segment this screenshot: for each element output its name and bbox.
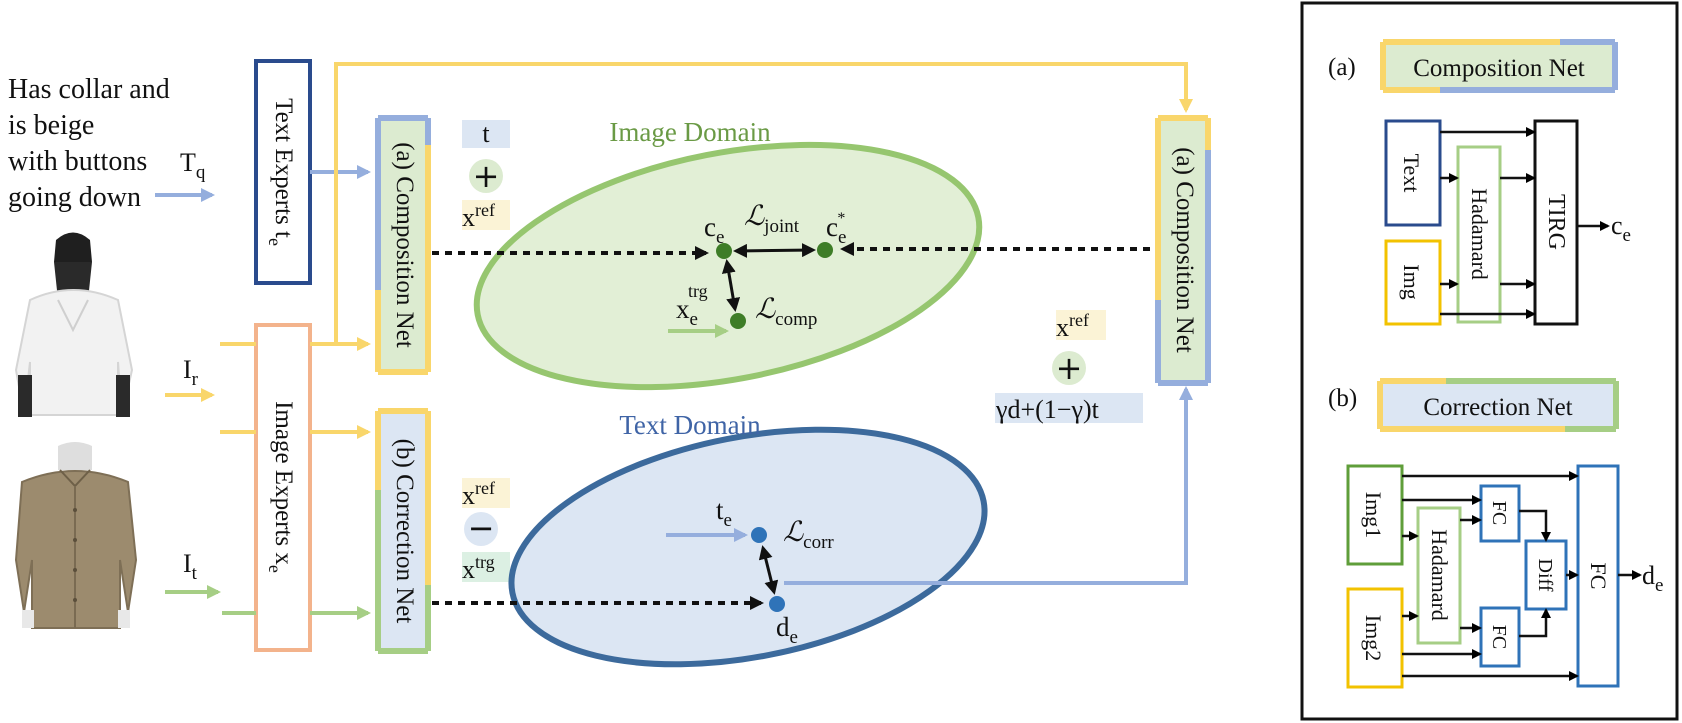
text-domain-ellipse [508,426,988,668]
panel-a-tirg-box [1533,119,1579,326]
label-l-corr: ℒcorr [783,517,834,553]
panel-b-hadamard-box [1416,506,1462,645]
panel-a-text-label: Text [1399,154,1424,193]
svg-text:t: t [482,119,490,148]
svg-text:+: + [1056,349,1083,387]
query-text: Has collar and is beige with buttons goi… [8,72,198,216]
dot-ce [716,243,732,259]
panel-b-hadamard-label: Hadamard [1427,529,1452,621]
image-experts-label: Image Experts xe [265,401,297,573]
panel-b-img2-label: Img2 [1361,615,1386,661]
arrow-joint [733,243,816,258]
white-shirt-image [14,232,134,417]
label-te: te [716,495,732,531]
query-line-2: is beige [8,110,95,141]
label-tq: Tq [180,148,206,183]
beige-shirt-image [14,442,138,629]
panel-b-fc-big-box [1576,464,1620,688]
op-top: t + xref [462,119,510,232]
panel-a-tag: (a) [1328,54,1356,81]
panel-a-img-label: Img [1399,264,1424,299]
panel-a-img-box [1384,239,1442,326]
composition-net-right-label: (a) Composition Net [1171,147,1198,353]
panel-b-diff-label: Diff [1534,559,1556,592]
label-ce-star: ce* [826,210,846,248]
dot-ce-star [817,242,833,258]
panel-b-img1-box [1346,464,1404,566]
op-right: xref + γd+(1−γ)t [995,310,1143,424]
svg-text:γd+(1−γ)t: γd+(1−γ)t [995,395,1100,424]
correction-net-left-label: (b) Correction Net [391,439,418,624]
arrow-corr [758,545,779,595]
composition-net-left-label: (a) Composition Net [391,142,418,348]
svg-text:−: − [468,509,495,547]
panel-b-tag: (b) [1328,385,1357,412]
panel-b-out-label: de [1642,561,1663,596]
panel-b-fc-top-label: FC [1488,501,1510,525]
panel-b-fc-bot-label: FC [1488,625,1510,649]
image-domain-title: Image Domain [609,117,771,147]
label-ir: Ir [183,355,199,390]
query-line-1: Has collar and [8,74,170,105]
composition-net-left [375,115,431,375]
svg-text:xref: xref [462,478,495,510]
text-experts-block [254,59,312,285]
panel-a-text-box [1384,119,1442,227]
route-yellow-top [334,62,1193,344]
panel-b-img2-box [1346,587,1404,689]
panel-b-arrow-3 [1519,509,1551,542]
correction-net-left [375,408,431,654]
svg-text:xref: xref [462,200,495,232]
label-ce: ce [704,212,724,248]
text-experts-label: Text Experts te [265,98,297,246]
label-it: It [183,549,198,584]
query-line-4: going down [8,182,141,213]
panel-a-hadamard-label: Hadamard [1467,188,1492,280]
panel-a-title: Composition Net [1413,55,1585,82]
panel-b-title: Correction Net [1423,394,1572,421]
svg-text:+: + [473,157,500,195]
text-domain-title: Text Domain [619,410,761,440]
label-l-joint: ℒjoint [744,201,800,237]
query-line-3: with buttons [8,146,148,177]
op-mid: xref − xtrg [462,478,510,584]
arrow-comp [721,259,741,312]
svg-text:xtrg: xtrg [462,552,495,584]
svg-text:xref: xref [1056,310,1089,342]
panel-b-fc-big-label: FC [1586,563,1611,590]
panel-a-hadamard-box [1456,145,1502,324]
label-de: de [776,612,798,648]
dot-te [751,527,767,543]
panel-b-diff-box [1524,539,1568,611]
image-experts-block [254,323,312,652]
panel-b-fc-top-box [1479,484,1521,543]
dot-de [769,596,785,612]
panel-a-tirg-label: TIRG [1543,194,1569,250]
label-x-trg: xetrg [676,281,708,330]
panel-a-out-label: ce [1611,211,1631,246]
panel-b-title-box [1377,378,1619,432]
panel-b-img1-label: Img1 [1361,492,1386,538]
composition-net-right [1155,115,1211,386]
label-l-comp: ℒcomp [755,294,817,330]
dot-x-trg [730,313,746,329]
panel-a-title-box [1380,39,1618,93]
route-blue-de [784,386,1193,585]
panel-b-arrow-7 [1519,608,1551,638]
